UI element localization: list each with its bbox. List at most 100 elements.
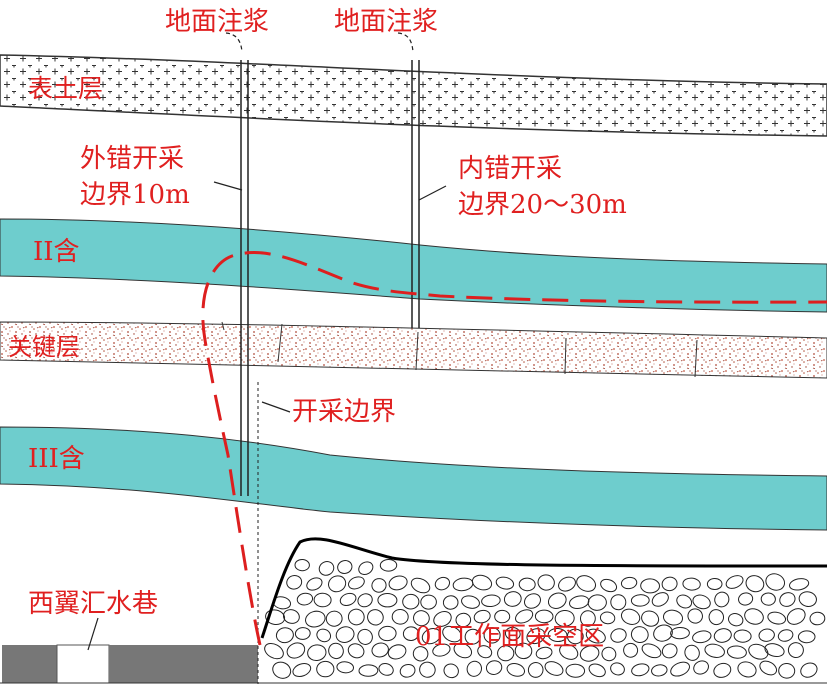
goaf-rock (347, 643, 365, 659)
goaf-rock (481, 594, 501, 608)
goaf-rock (495, 576, 515, 590)
goaf-rock (461, 595, 480, 609)
goaf-rock (357, 628, 373, 645)
inner-boundary-label-line2: 边界20～30m (458, 190, 627, 220)
goaf-rock (506, 663, 526, 677)
goaf-rock (433, 611, 452, 627)
topsoil-layer (0, 54, 827, 137)
goaf-rock (693, 660, 709, 675)
goaf-rock (630, 594, 650, 607)
goaf-rock (325, 610, 343, 627)
goaf-rock (483, 627, 501, 644)
goaf-rock (387, 644, 407, 660)
goaf-rock (558, 576, 576, 592)
goaf-rock (358, 561, 374, 576)
goaf-rock (504, 626, 521, 641)
goaf-rock (758, 628, 775, 642)
goaf-label: 01工作面采空区 (415, 622, 604, 652)
goaf-rock (453, 642, 473, 659)
goaf-rock (371, 578, 387, 593)
goaf-rock (797, 630, 816, 644)
goaf-rock (316, 628, 332, 643)
goaf-rock (378, 625, 397, 642)
goaf-rock (579, 610, 596, 627)
goaf-rock (391, 608, 409, 625)
goaf-rock (275, 627, 294, 644)
goaf-rock (348, 576, 365, 590)
goaf-rock (565, 663, 586, 678)
goaf-rock (676, 594, 693, 609)
goaf-rock (503, 591, 522, 607)
goaf-rock (388, 575, 408, 591)
goaf-rock (610, 662, 625, 676)
goaf-rock (789, 578, 810, 591)
goaf-rock (307, 644, 327, 662)
goaf-rock (264, 642, 284, 660)
goaf-rock (778, 662, 796, 679)
drain-roadway-label: 西翼汇水巷 (28, 589, 158, 619)
goaf-caved-zone (258, 537, 827, 684)
goaf-rock (410, 577, 431, 594)
goaf-rock (559, 643, 579, 660)
goaf-rock (535, 646, 553, 660)
outer-boundary-leader (213, 181, 243, 191)
goaf-rock (728, 613, 744, 627)
goaf-rock (442, 625, 462, 643)
goaf-rock (779, 592, 796, 607)
roadway-floor-right (109, 645, 258, 683)
goaf-rock (328, 575, 347, 593)
goaf-rock (466, 660, 482, 677)
goaf-rock (765, 573, 786, 591)
key-stratum-fracture (221, 321, 698, 378)
grout-arrow-2 (397, 32, 414, 53)
goaf-rock (464, 628, 481, 645)
goaf-rock (443, 663, 459, 679)
goaf-rock (318, 561, 335, 576)
goaf-rock (544, 661, 564, 676)
goaf-rock (534, 609, 554, 624)
goaf-rock (576, 575, 597, 592)
aquifer-3-label: III含 (28, 444, 85, 474)
goaf-rock (473, 609, 491, 624)
outer-boundary-label-line2: 边界10m (80, 180, 190, 210)
goaf-rock (399, 663, 416, 678)
drain-roadway-leader (87, 617, 99, 651)
goaf-rock (620, 608, 641, 625)
goaf-rock (714, 591, 730, 608)
goaf-rock (294, 627, 311, 640)
goaf-rock (670, 661, 690, 677)
goaf-rock (292, 663, 312, 677)
topsoil-label: 表土层 (28, 74, 103, 103)
grout-label-1: 地面注浆 (165, 7, 269, 37)
goaf-rock (514, 642, 533, 660)
goaf-rock (620, 576, 638, 590)
goaf-rock (738, 592, 754, 606)
goaf-rock (336, 661, 354, 674)
inner-boundary-label-line1: 内错开采 (458, 154, 562, 184)
goaf-rock (432, 643, 451, 657)
goaf-rock (286, 575, 303, 590)
goaf-rock (588, 663, 606, 678)
goaf-rock (347, 608, 365, 626)
goaf-rock (726, 645, 747, 659)
aquifer-2-layer (0, 218, 827, 313)
goaf-rock (661, 643, 678, 659)
goaf-rock (442, 595, 459, 610)
goaf-rock (599, 611, 616, 625)
goaf-rock (641, 643, 662, 659)
goaf-rock (335, 626, 355, 643)
goaf-rock (494, 609, 511, 624)
goaf-rock (485, 660, 503, 675)
goaf-rock (641, 610, 660, 627)
goaf-rock (760, 592, 776, 606)
aquifer-2-label: II含 (33, 237, 80, 267)
goaf-rock (579, 645, 600, 662)
goaf-rock (305, 610, 326, 628)
roadway-floor-left (2, 645, 57, 683)
goaf-rock (497, 645, 515, 662)
goaf-rock (337, 560, 353, 574)
goaf-rock (413, 610, 430, 627)
goaf-rock (547, 592, 567, 609)
goaf-rock (764, 643, 785, 658)
goaf-rock (313, 592, 332, 608)
